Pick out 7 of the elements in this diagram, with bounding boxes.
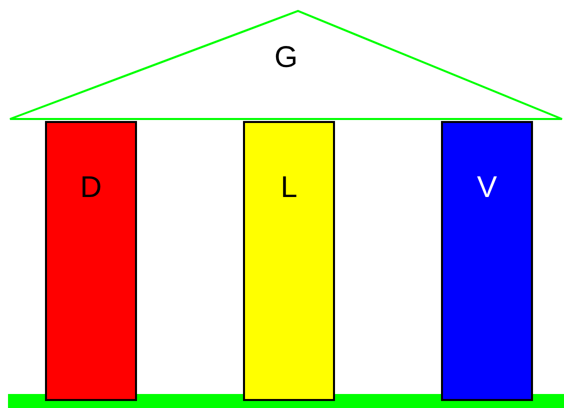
roof-label: G (274, 43, 298, 73)
pillar-label: L (280, 173, 298, 203)
pillar (441, 121, 533, 401)
pillar-label: D (80, 173, 102, 203)
pillar (243, 121, 335, 401)
pillar-label: V (476, 173, 497, 203)
pillar (45, 121, 137, 401)
